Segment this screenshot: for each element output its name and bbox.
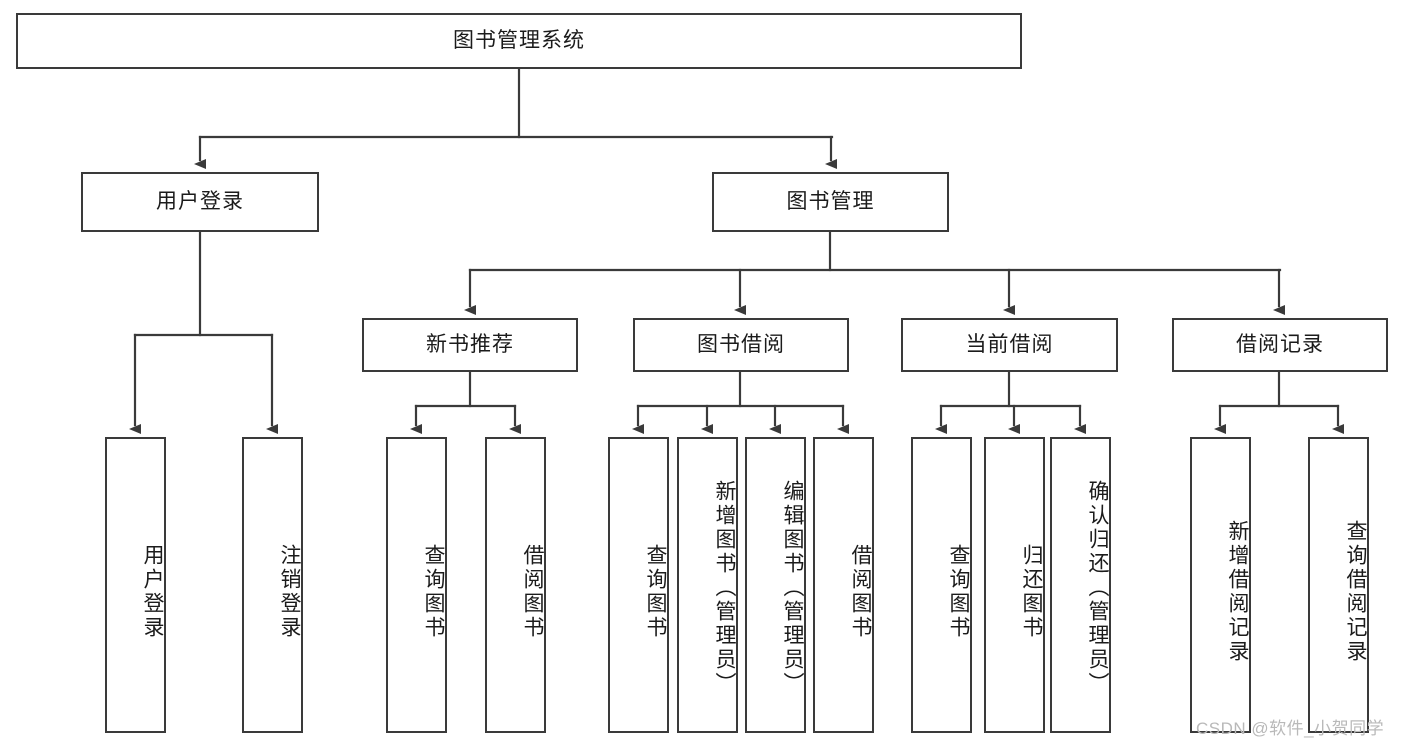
node-book-manage-label: 图书管理 xyxy=(786,190,875,214)
node-leaf-borrow-book-1-label: 借阅图书 xyxy=(521,544,544,640)
node-leaf-edit-book[interactable]: 编辑图书（管理员） xyxy=(745,437,806,733)
node-leaf-borrow-book-2-label: 借阅图书 xyxy=(849,544,872,640)
node-leaf-add-book[interactable]: 新增图书（管理员） xyxy=(677,437,738,733)
node-leaf-edit-book-label: 编辑图书（管理员） xyxy=(781,480,804,696)
node-leaf-query-book-3[interactable]: 查询图书 xyxy=(911,437,972,733)
node-book-borrow[interactable]: 图书借阅 xyxy=(633,318,849,372)
node-leaf-query-book-3-label: 查询图书 xyxy=(947,544,970,640)
node-leaf-borrow-book-2[interactable]: 借阅图书 xyxy=(813,437,874,733)
node-leaf-user-login[interactable]: 用户登录 xyxy=(105,437,166,733)
node-leaf-user-logout[interactable]: 注销登录 xyxy=(242,437,303,733)
node-leaf-query-record-label: 查询借阅记录 xyxy=(1344,520,1367,664)
node-root-label: 图书管理系统 xyxy=(453,29,585,53)
node-leaf-query-book-2[interactable]: 查询图书 xyxy=(608,437,669,733)
node-current-borrow[interactable]: 当前借阅 xyxy=(901,318,1118,372)
node-leaf-return-book-label: 归还图书 xyxy=(1020,544,1043,640)
node-borrow-record-label: 借阅记录 xyxy=(1236,333,1324,357)
node-book-manage[interactable]: 图书管理 xyxy=(712,172,949,232)
watermark: CSDN @软件_小贺同学 xyxy=(1196,719,1385,738)
node-borrow-record[interactable]: 借阅记录 xyxy=(1172,318,1388,372)
node-leaf-return-book[interactable]: 归还图书 xyxy=(984,437,1045,733)
node-leaf-query-book-1-label: 查询图书 xyxy=(422,544,445,640)
node-new-book-recommend-label: 新书推荐 xyxy=(426,333,514,357)
node-root[interactable]: 图书管理系统 xyxy=(16,13,1022,69)
node-book-borrow-label: 图书借阅 xyxy=(697,333,785,357)
node-leaf-add-record-label: 新增借阅记录 xyxy=(1226,520,1249,664)
node-leaf-query-record[interactable]: 查询借阅记录 xyxy=(1308,437,1369,733)
node-user-login[interactable]: 用户登录 xyxy=(81,172,319,232)
node-leaf-add-book-label: 新增图书（管理员） xyxy=(713,480,736,696)
node-new-book-recommend[interactable]: 新书推荐 xyxy=(362,318,578,372)
node-leaf-query-book-2-label: 查询图书 xyxy=(644,544,667,640)
node-leaf-user-logout-label: 注销登录 xyxy=(278,544,301,640)
node-leaf-add-record[interactable]: 新增借阅记录 xyxy=(1190,437,1251,733)
node-user-login-label: 用户登录 xyxy=(156,190,244,214)
node-leaf-confirm-return[interactable]: 确认归还（管理员） xyxy=(1050,437,1111,733)
node-leaf-confirm-return-label: 确认归还（管理员） xyxy=(1086,480,1109,696)
node-leaf-query-book-1[interactable]: 查询图书 xyxy=(386,437,447,733)
node-current-borrow-label: 当前借阅 xyxy=(965,333,1054,357)
node-leaf-user-login-label: 用户登录 xyxy=(141,544,164,640)
node-leaf-borrow-book-1[interactable]: 借阅图书 xyxy=(485,437,546,733)
